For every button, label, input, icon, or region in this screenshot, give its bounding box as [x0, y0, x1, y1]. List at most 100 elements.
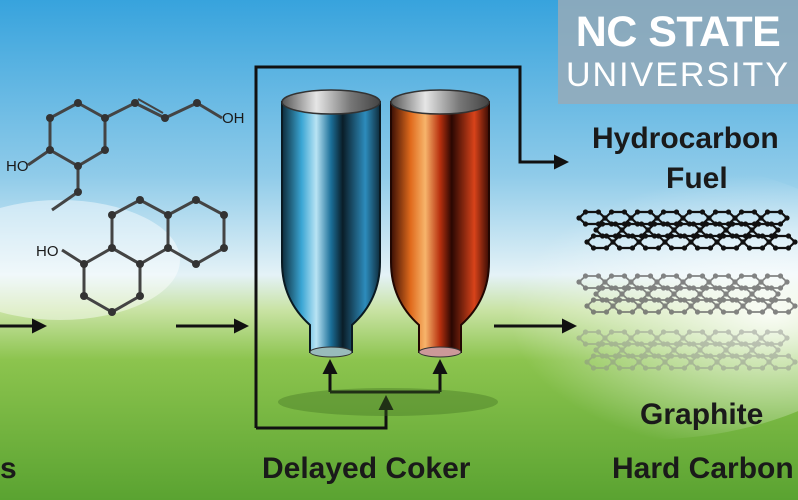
graphene-atom	[619, 347, 625, 353]
graphene-atom	[677, 221, 684, 227]
graphene-atom	[723, 347, 729, 353]
graphene-atom	[751, 341, 758, 347]
graphene-atom	[629, 245, 636, 251]
graphene-atom	[628, 279, 634, 285]
graphene-atom	[647, 273, 654, 279]
graphene-atom	[755, 341, 762, 347]
graphene-atom	[582, 285, 589, 291]
graphene-atom	[595, 209, 602, 215]
graphene-atom	[751, 329, 758, 335]
graphene-atom	[772, 309, 779, 315]
graphene-atom	[716, 221, 723, 227]
graphene-atom	[742, 285, 749, 291]
graphene-atom	[642, 353, 649, 359]
graphene-atom	[706, 335, 712, 341]
graphene-atom	[593, 347, 599, 353]
graphene-atom	[697, 347, 703, 353]
graphene-atom	[621, 273, 628, 279]
graphene-hexagon	[681, 331, 711, 345]
graphene-atom	[712, 329, 719, 335]
graphene-atom	[740, 359, 746, 365]
graphene-atom	[716, 285, 723, 291]
drum-shadow	[278, 388, 498, 416]
graphene-atom	[603, 365, 610, 371]
graphene-atom	[720, 297, 727, 303]
graphene-atom	[642, 245, 649, 251]
graphene-atom	[584, 359, 590, 365]
graphene-hexagon	[767, 355, 797, 369]
graphene-atom	[772, 297, 779, 303]
graphene-atom	[673, 273, 680, 279]
graphene-atom	[645, 227, 651, 233]
graphene-atom	[576, 279, 582, 285]
graphene-atom	[610, 359, 616, 365]
graphene-atom	[595, 273, 602, 279]
graphene-atom	[723, 291, 729, 297]
graphene-atom	[610, 239, 616, 245]
graphene-atom	[758, 279, 764, 285]
graphene-atom	[590, 309, 597, 315]
graphene-atom	[766, 239, 772, 245]
label-graphite: Graphite	[640, 398, 764, 431]
graphene-atom	[668, 309, 675, 315]
graphene-atom	[740, 303, 746, 309]
graphene-atom	[582, 273, 589, 279]
graphene-atom	[764, 209, 771, 215]
graphene-atom	[621, 209, 628, 215]
graphene-atom	[746, 297, 753, 303]
graphene-atom	[720, 233, 727, 239]
graphene-atom	[755, 353, 762, 359]
graphene-atom	[634, 209, 641, 215]
graphene-atom	[671, 347, 677, 353]
graphene-atom	[725, 209, 732, 215]
graphene-atom	[725, 341, 732, 347]
graphene-atom	[629, 365, 636, 371]
graphene-atom	[638, 353, 645, 359]
graphene-atom	[595, 329, 602, 335]
graphene-atom	[642, 297, 649, 303]
graphene-atom	[729, 353, 736, 359]
graphene-atom	[697, 291, 703, 297]
graphene-atom	[621, 329, 628, 335]
graphene-atom	[712, 209, 719, 215]
label-left-partial: s	[0, 452, 17, 485]
graphene-atom	[742, 341, 749, 347]
graphene-atom	[638, 221, 645, 227]
graphene-atom	[792, 303, 798, 309]
molecule-top-atoms	[46, 99, 201, 196]
label-hard-carbon: Hard Carbon	[612, 452, 794, 485]
graphene-atom	[729, 221, 736, 227]
graphene-atom	[636, 303, 642, 309]
graphene-atom	[707, 353, 714, 359]
graphene-atom	[668, 365, 675, 371]
graphene-atom	[775, 347, 781, 353]
graphene-atom	[764, 341, 771, 347]
graphene-atom	[677, 341, 684, 347]
graphene-atom	[660, 209, 667, 215]
graphene-atom	[729, 285, 736, 291]
graphene-atom	[612, 221, 619, 227]
graphene-atom	[777, 285, 784, 291]
graphene-atom	[628, 215, 634, 221]
graphene-atom	[690, 353, 697, 359]
graphene-atom	[681, 245, 688, 251]
graphene-hexagon	[759, 331, 789, 345]
graphene-atom	[697, 227, 703, 233]
graphene-atom	[723, 347, 729, 353]
feed-line	[256, 395, 394, 430]
graphene-atom	[610, 303, 616, 309]
graphene-atom	[680, 335, 686, 341]
graphene-atom	[602, 279, 608, 285]
graphene-hexagon	[707, 331, 737, 345]
graphene-atom	[584, 303, 590, 309]
graphene-atom	[599, 353, 606, 359]
graphene-atom	[582, 209, 589, 215]
graphene-atom	[768, 221, 775, 227]
graphene-atom	[576, 215, 582, 221]
graphene-atom	[720, 309, 727, 315]
graphene-atom	[619, 347, 625, 353]
graphene-atom	[602, 335, 608, 341]
graphene-atom	[681, 353, 688, 359]
graphene-atom	[668, 353, 675, 359]
graphene-atom	[599, 221, 606, 227]
